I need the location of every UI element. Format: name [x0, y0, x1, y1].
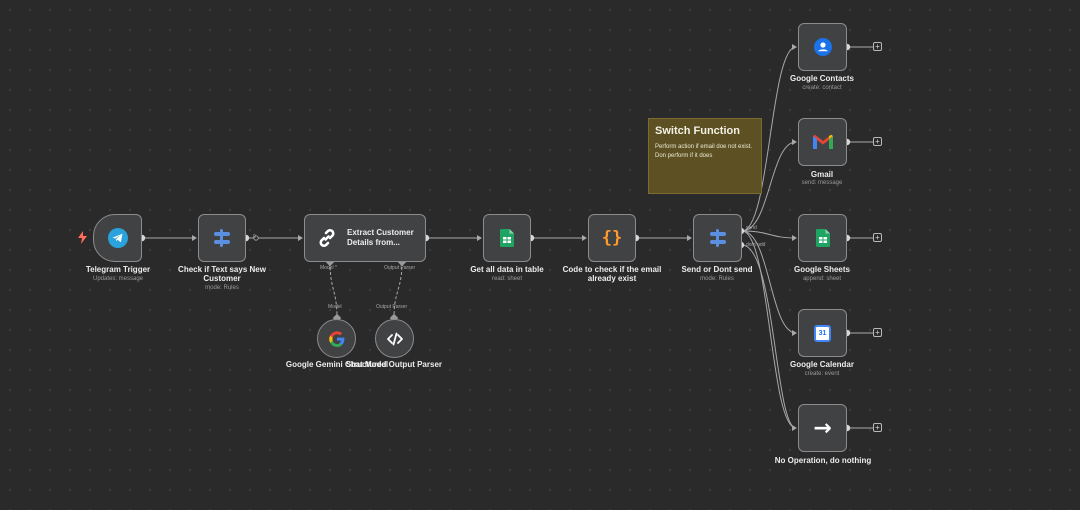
- gmail-node[interactable]: [798, 118, 847, 166]
- code-tag-icon: [386, 332, 403, 345]
- contacts-person-icon: [813, 38, 832, 56]
- check-text-sublabel: mode: Rules: [205, 285, 239, 291]
- google-calendar-node[interactable]: 31: [798, 309, 847, 357]
- note-title: Switch Function: [655, 125, 740, 137]
- google-sheets-icon: [815, 229, 830, 247]
- google-calendar-label: Google Calendar: [789, 360, 854, 369]
- add-after-sheets-button[interactable]: +: [873, 233, 882, 242]
- gemini-model-label: Google Gemini Chat Model: [285, 360, 389, 369]
- telegram-icon: [107, 228, 128, 248]
- model-port-label: Model *: [320, 265, 337, 271]
- get-data-node[interactable]: [483, 214, 531, 262]
- switch-function-note[interactable]: Switch Function Perform action if email …: [648, 118, 762, 194]
- arrow-right-icon: →: [813, 415, 832, 441]
- gmail-icon: [812, 134, 833, 149]
- code-braces-icon: {}: [601, 228, 623, 248]
- google-sheets-sublabel: append: sheet: [802, 276, 842, 282]
- send-switch-label: Send or Dont send: [681, 265, 753, 274]
- google-contacts-node[interactable]: [798, 23, 847, 71]
- telegram-trigger-node[interactable]: [93, 214, 142, 262]
- telegram-trigger-label: Telegram Trigger: [85, 265, 151, 274]
- no-operation-node[interactable]: →: [798, 404, 847, 452]
- google-sheets-node[interactable]: [798, 214, 847, 262]
- trigger-bolt-icon: [78, 231, 87, 244]
- calendar-day-text: 31: [818, 329, 827, 337]
- telegram-trigger-sublabel: Updates: message: [92, 276, 144, 282]
- add-after-contacts-button[interactable]: +: [873, 42, 882, 51]
- switch-output-send: send: [746, 225, 757, 231]
- switch-icon: [214, 229, 230, 247]
- add-after-noop-button[interactable]: +: [873, 423, 882, 432]
- google-sheets-label: Google Sheets: [793, 265, 850, 274]
- parser-port-label: Output Parser: [384, 265, 416, 271]
- check-text-node[interactable]: [198, 214, 246, 262]
- add-after-gmail-button[interactable]: +: [873, 137, 882, 146]
- google-sheets-icon: [500, 229, 514, 247]
- google-contacts-sublabel: create: contact: [802, 85, 842, 91]
- structured-parser-node[interactable]: [375, 319, 414, 358]
- check-text-output-label: 0: [253, 234, 256, 240]
- gemini-port-label: Model: [328, 304, 342, 310]
- structured-parser-label: Structured Output Parser: [345, 360, 442, 369]
- no-operation-label: No Operation, do nothing: [774, 456, 872, 465]
- code-label: Code to check if the email already exist: [562, 265, 662, 283]
- google-g-icon: [328, 330, 344, 347]
- gmail-label: Gmail: [810, 170, 834, 179]
- parser-sub-port-label: Output Parser: [376, 304, 408, 310]
- google-calendar-icon: 31: [814, 324, 831, 342]
- send-switch-node[interactable]: [693, 214, 742, 262]
- gemini-model-node[interactable]: [317, 319, 356, 358]
- gmail-sublabel: send: message: [801, 180, 843, 186]
- add-after-calendar-button[interactable]: +: [873, 328, 882, 337]
- switch-icon: [709, 229, 726, 247]
- get-data-label: Get all data in table: [470, 265, 544, 274]
- check-text-label: Check if Text says New Customer: [178, 265, 266, 283]
- extract-details-label: Extract Customer Details from...: [347, 228, 414, 247]
- link-icon: [319, 229, 335, 247]
- get-data-sublabel: read: sheet: [491, 276, 523, 282]
- google-contacts-label: Google Contacts: [789, 74, 854, 83]
- send-switch-sublabel: mode: Rules: [700, 276, 734, 282]
- switch-output-dont-add: dont add: [746, 242, 766, 248]
- extract-details-node[interactable]: Extract Customer Details from...: [304, 214, 426, 262]
- note-body: Perform action if email doe not exist. D…: [655, 144, 753, 159]
- google-calendar-sublabel: create: event: [804, 371, 840, 377]
- code-node[interactable]: {}: [588, 214, 636, 262]
